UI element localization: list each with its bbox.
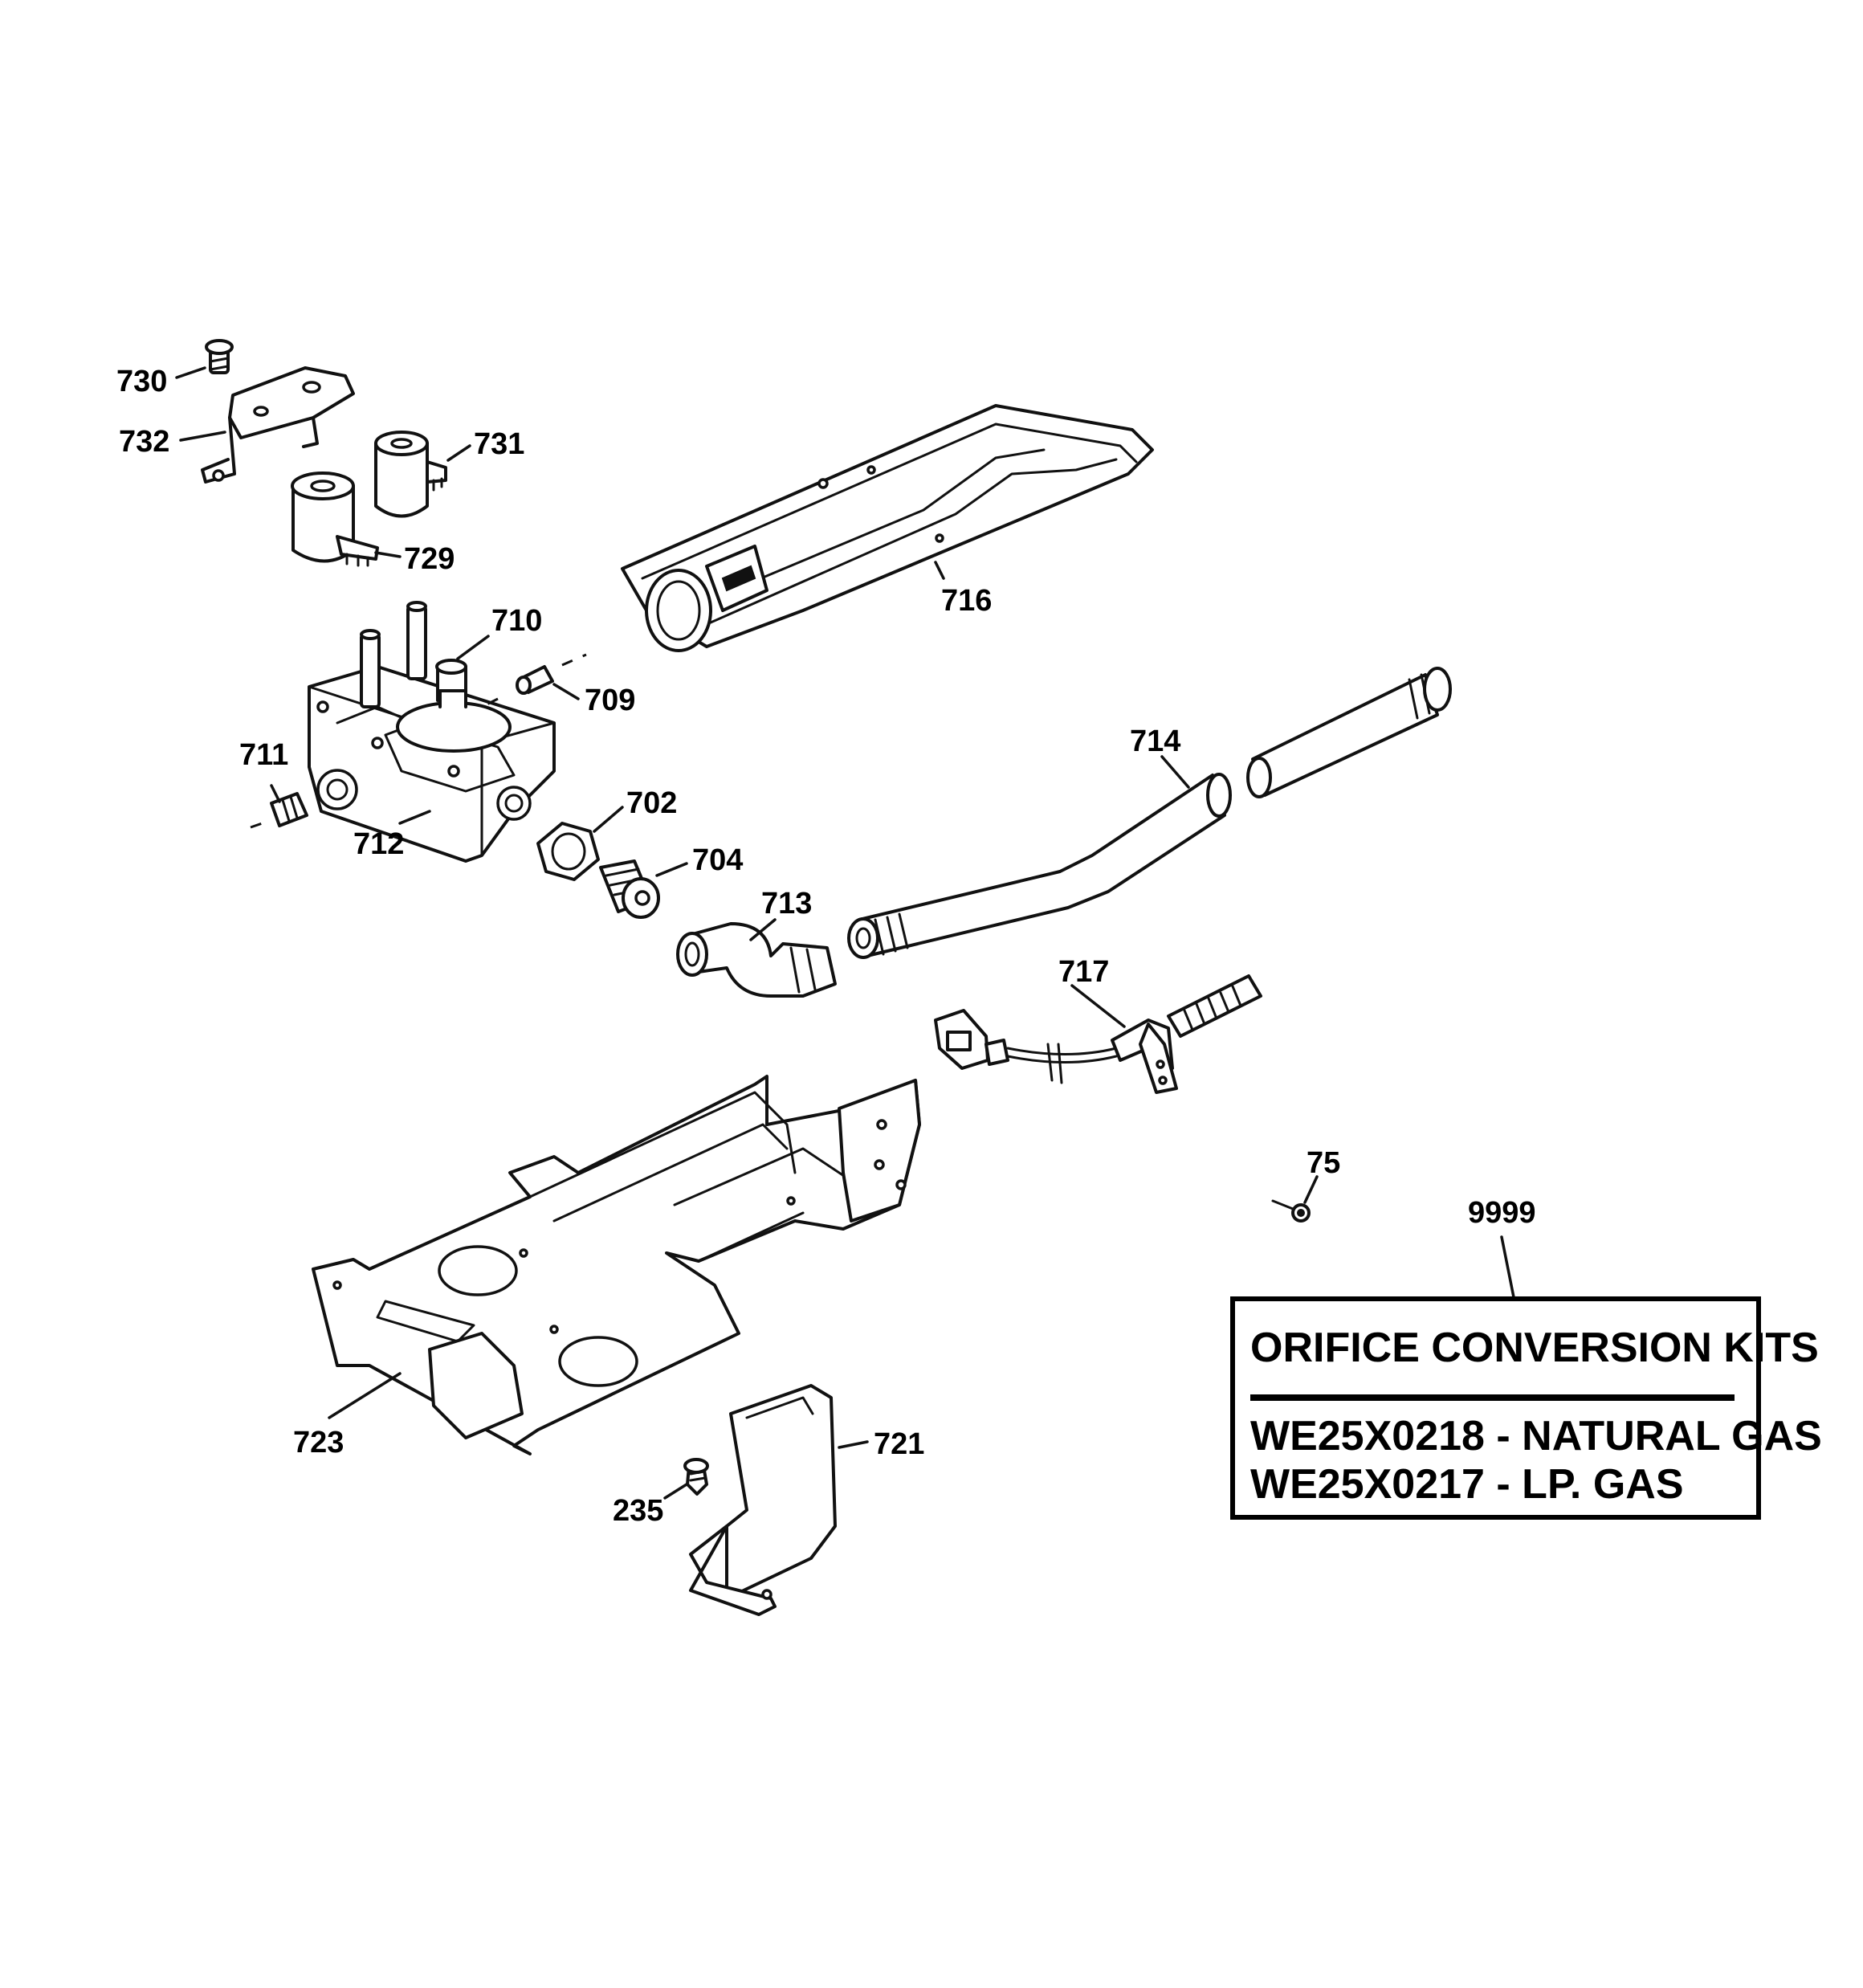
callout-235: 235 [613,1494,663,1528]
part-75-screw [1271,1199,1311,1223]
callout-721: 721 [874,1427,924,1461]
callout-labels: 730 732 731 729 716 710 709 711 712 702 … [116,365,1536,1528]
part-732-bracket [201,366,355,484]
part-714-gas-pipe [847,667,1452,959]
part-713-elbow [676,922,837,998]
callout-732: 732 [119,425,169,459]
callout-730: 730 [116,365,167,398]
callout-717: 717 [1058,955,1109,989]
kit-box-title: ORIFICE CONVERSION KITS [1250,1325,1819,1371]
callout-9999: 9999 [1468,1196,1536,1230]
part-702-nut [536,822,600,881]
part-716-burner [621,404,1154,652]
part-717-igniter [934,974,1262,1094]
part-235-screw [683,1458,709,1496]
callout-711: 711 [239,738,288,772]
callout-704: 704 [692,843,743,877]
part-730-screw [205,339,234,374]
callout-729: 729 [404,542,455,576]
leader-lines [175,366,1515,1500]
callout-731: 731 [474,427,524,461]
callout-710: 710 [491,604,542,638]
callout-75: 75 [1307,1146,1340,1180]
callout-702: 702 [626,786,677,820]
part-709-plug [481,653,587,708]
kit-box-frame [1230,1296,1761,1520]
callout-712: 712 [353,827,404,861]
part-729-coil [291,471,379,567]
callout-716: 716 [941,584,992,618]
callout-713: 713 [761,887,812,921]
part-712-gas-valve [308,665,556,863]
part-723-bracket [312,1075,921,1455]
orifice-kit-box: ORIFICE CONVERSION KITS WE25X0218 - NATU… [1230,1296,1822,1520]
callout-723: 723 [293,1426,344,1459]
kit-line-natural-gas: WE25X0218 - NATURAL GAS [1250,1413,1822,1459]
part-721-shield [689,1384,837,1616]
part-710-regulator [360,601,512,753]
callout-714: 714 [1130,725,1180,758]
kit-line-lp-gas: WE25X0217 - LP. GAS [1250,1461,1684,1508]
callout-709: 709 [585,684,635,717]
part-704-orifice [599,859,660,919]
part-731-coil [374,431,447,518]
